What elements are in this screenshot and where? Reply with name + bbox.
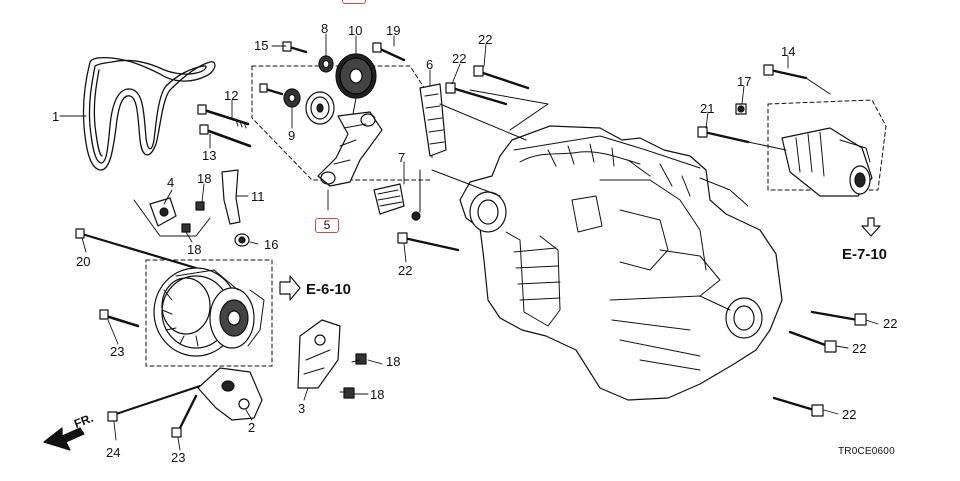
callout-9: 9 (288, 128, 296, 143)
callout-8: 8 (321, 21, 329, 36)
starter-motor (697, 64, 887, 197)
callout-11: 11 (251, 189, 265, 204)
engine-block (459, 125, 783, 401)
bolts-left (75, 104, 252, 438)
front-arrow (43, 427, 85, 451)
reference-e-7-10[interactable]: E-7-10 (842, 246, 888, 263)
callout-15: 15 (254, 38, 269, 53)
alternator (145, 259, 273, 367)
callout-4: 4 (167, 175, 175, 190)
callout-18d: 18 (370, 387, 385, 402)
diagram-code: TR0CE0600 (838, 446, 895, 457)
callout-22d: 22 (883, 316, 898, 331)
callout-21: 21 (700, 101, 715, 116)
callout-24: 24 (106, 445, 121, 460)
ref-arrows (279, 217, 881, 301)
callout-2: 2 (248, 420, 256, 435)
callout-12: 12 (224, 88, 239, 103)
callout-22e: 22 (852, 341, 867, 356)
tensioner-group (251, 41, 447, 221)
callout-23b: 23 (171, 450, 186, 465)
highlight-marker (342, 0, 366, 4)
leader-lines (81, 33, 879, 451)
callout-5: 5 (315, 218, 339, 233)
callout-22f: 22 (842, 407, 857, 422)
bolts-22 (397, 65, 867, 417)
callout-17: 17 (737, 74, 752, 89)
callout-13: 13 (202, 148, 217, 163)
brackets-bottom (197, 319, 367, 421)
callout-6: 6 (426, 57, 434, 72)
callout-22a: 22 (478, 32, 493, 47)
callout-14: 14 (781, 44, 796, 59)
callout-18b: 18 (187, 242, 202, 257)
callout-20: 20 (76, 254, 91, 269)
callout-3: 3 (298, 401, 306, 416)
callout-16: 16 (264, 237, 279, 252)
callout-23a: 23 (110, 344, 125, 359)
drive-belt (59, 56, 216, 171)
callout-22b: 22 (452, 51, 467, 66)
callout-19: 19 (386, 23, 401, 38)
callout-10: 10 (348, 23, 363, 38)
callout-18a: 18 (197, 171, 212, 186)
callout-1: 1 (52, 109, 60, 124)
callout-7: 7 (398, 150, 406, 165)
callout-22c: 22 (398, 263, 413, 278)
callout-18c: 18 (386, 354, 401, 369)
reference-e-6-10[interactable]: E-6-10 (306, 281, 352, 298)
